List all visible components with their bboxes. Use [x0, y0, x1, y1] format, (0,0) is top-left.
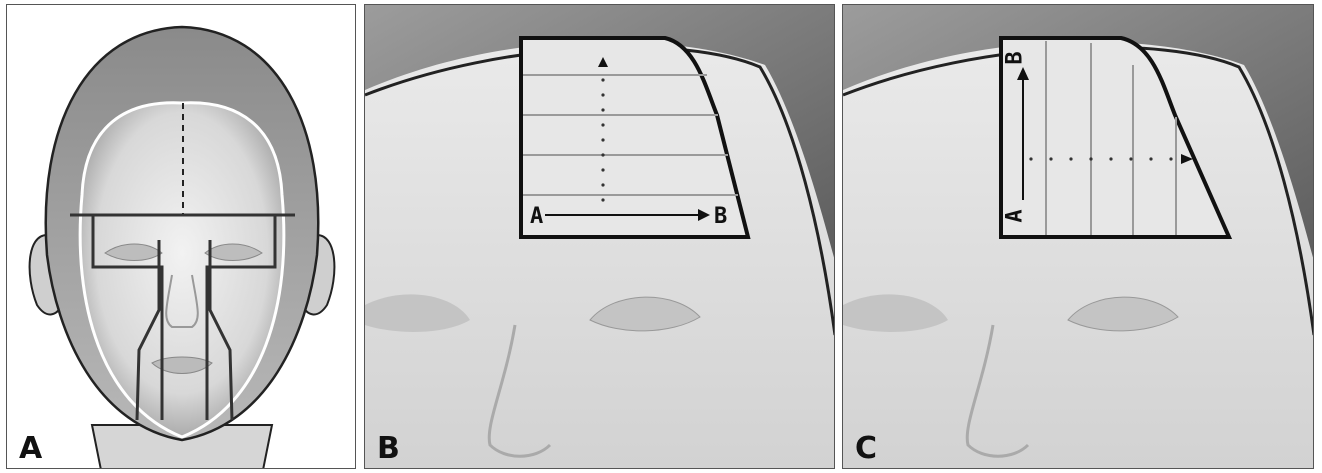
panel-c-forehead-detail: A B C: [842, 4, 1314, 469]
inset-label-b: B: [714, 206, 727, 228]
inset-label-a: A: [1005, 209, 1027, 222]
panel-label-b: B: [377, 431, 400, 466]
panel-a-full-face: A: [6, 4, 356, 469]
inset-label-a: A: [530, 206, 543, 228]
inset-label-b: B: [1005, 51, 1027, 64]
panel-label-c: C: [855, 431, 877, 466]
face-illustration-a: [7, 5, 356, 469]
face-illustration-b: [365, 5, 835, 469]
panel-b-forehead-detail: A B B: [364, 4, 835, 469]
face-illustration-c: [843, 5, 1314, 469]
panel-label-a: A: [19, 431, 42, 466]
